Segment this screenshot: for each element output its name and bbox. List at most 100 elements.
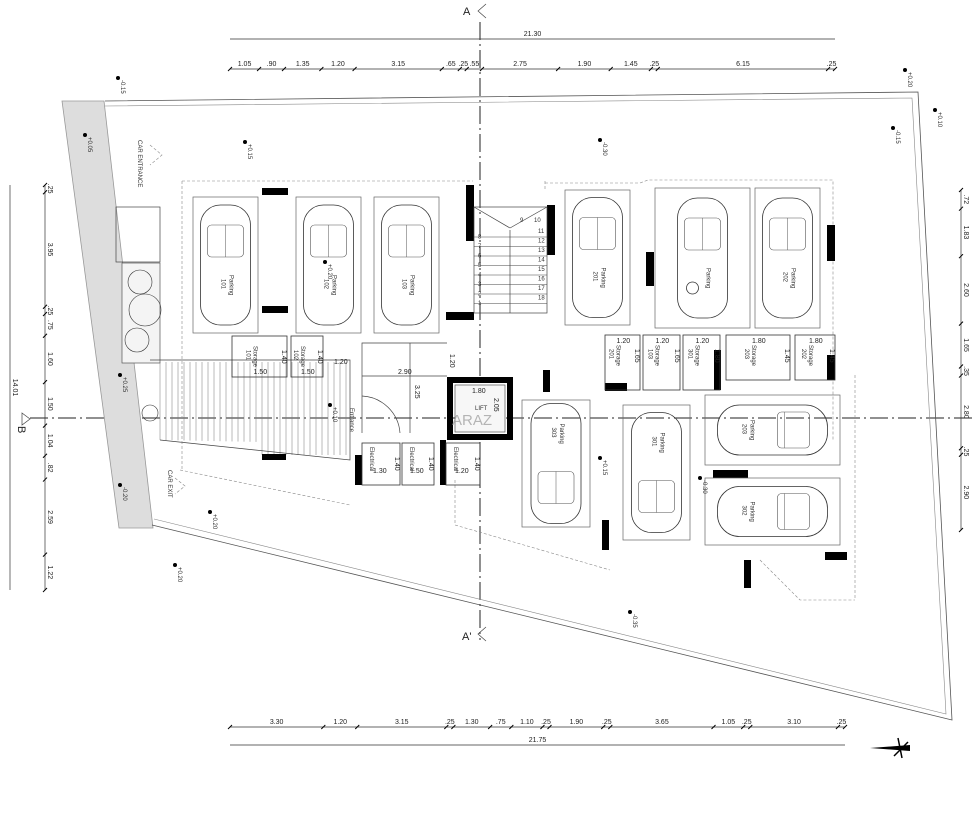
dimension-label: 1.50: [254, 369, 268, 376]
lift-label: LIFT: [475, 406, 488, 412]
dimension-total: 21.75: [230, 737, 845, 746]
sidewalk-strip: [61, 100, 154, 529]
dimension-label: 1.20: [455, 468, 469, 475]
stair-step-number: 8: [478, 235, 482, 241]
stair-step-number: 3: [478, 282, 482, 288]
level-point-icon: [328, 403, 332, 407]
stair-step-number: 10: [534, 218, 541, 224]
dimension-label: 1.40: [280, 350, 287, 364]
elevation-label: +0.05: [86, 137, 92, 153]
level-point-icon: [598, 456, 602, 460]
dimension-label: 1.20: [696, 338, 710, 345]
level-point-icon: [243, 140, 247, 144]
walls: [262, 185, 847, 588]
parking-number: 101: [220, 279, 226, 290]
dimension-label: 1.20: [656, 338, 670, 345]
arrow-icon: [174, 477, 186, 495]
parking-label: Parking: [659, 433, 665, 453]
elevation-label: +0.20: [176, 567, 182, 583]
parking-number: 203: [741, 424, 747, 435]
dimension-label: 1.50: [46, 397, 53, 411]
dimension-label: 1.22: [46, 566, 53, 580]
watermark-logo: ARAZ: [452, 412, 492, 429]
elevation-marker: +0.15: [243, 140, 252, 160]
dimension-label: .25: [827, 61, 837, 68]
parking-number: 301: [651, 437, 657, 448]
storage-number: 301: [687, 349, 693, 360]
dimension-label: 1.04: [46, 434, 53, 448]
parking-label: Parking: [705, 268, 711, 288]
dimension-label: .25: [458, 61, 468, 68]
car-icon: [530, 403, 582, 524]
elevation-label: +0.10: [936, 112, 942, 128]
dimension-label: 1.40: [393, 457, 400, 471]
dimension-label: 14.01: [11, 379, 18, 397]
car-icon: [717, 486, 828, 537]
car-icon: [762, 197, 813, 319]
car-icon: [381, 204, 432, 326]
dimension-label: .75: [496, 719, 506, 726]
elevation-label: +0.25: [121, 377, 127, 393]
dimension-label: 1.10: [520, 719, 534, 726]
car-icon: [631, 412, 682, 533]
level-point-icon: [698, 476, 702, 480]
stair-step-number: 4: [478, 273, 482, 279]
dimension-label: 1.30: [465, 719, 479, 726]
dimension-label: .25: [962, 447, 969, 457]
stair-step-number: 12: [538, 239, 545, 245]
dimension-label: 3.30: [270, 719, 284, 726]
elevation-marker: +0.10: [328, 403, 337, 423]
car-exit-label: CAR EXIT: [166, 470, 172, 498]
electrical-label: Electrical: [452, 447, 458, 471]
storage-label: Storage: [615, 345, 621, 367]
dimension-label: 1.65: [673, 349, 680, 363]
elevation-label: -0.30: [701, 480, 707, 494]
stair-step-number: 17: [538, 286, 545, 292]
lift: 1.80 2.05 LIFT ARAZ: [452, 384, 506, 433]
stair-step-number: 16: [538, 277, 545, 283]
storage-label: Storage: [807, 345, 813, 367]
stair-step-number: 18: [538, 296, 545, 302]
level-point-icon: [598, 138, 602, 142]
dimension-chain: .253.95.25.751.601.501.04.822.591.22: [42, 182, 53, 593]
elevation-marker: +0.20: [903, 68, 912, 88]
tree-icon: [124, 269, 162, 422]
dimension-label: 3.15: [395, 719, 409, 726]
dimension-label: .72: [962, 194, 969, 204]
dimension-label: 2.90: [398, 369, 412, 376]
storage-number: 202: [800, 349, 806, 360]
parking-label: Parking: [790, 268, 796, 288]
storage-label: Storage: [694, 345, 700, 367]
section-marker-b: B: [15, 412, 31, 433]
dimension-label: 1.20: [617, 338, 631, 345]
dimension-total: 14.01: [9, 185, 18, 590]
dimension-label: 21.75: [529, 737, 547, 744]
level-point-icon: [323, 260, 327, 264]
car-icon: [303, 204, 354, 326]
elevation-label: +0.20: [326, 264, 332, 280]
section-label: A': [462, 631, 471, 643]
stair-step-number: 9: [520, 218, 524, 224]
dimension-label: 1.83: [962, 226, 969, 240]
car-icon: [717, 404, 828, 456]
elevation-label: -0.20: [121, 487, 127, 501]
stair-step-number: 13: [538, 248, 545, 254]
elevation-label: +0.20: [906, 72, 912, 88]
dimension-label: 1.20: [334, 359, 348, 366]
dimension-label: 2.75: [513, 61, 527, 68]
dimension-label: .25: [541, 719, 551, 726]
elevation-label: -0.15: [894, 130, 900, 144]
dimension-label: 1.45: [624, 61, 638, 68]
electrical-label: Electrical: [408, 447, 414, 471]
